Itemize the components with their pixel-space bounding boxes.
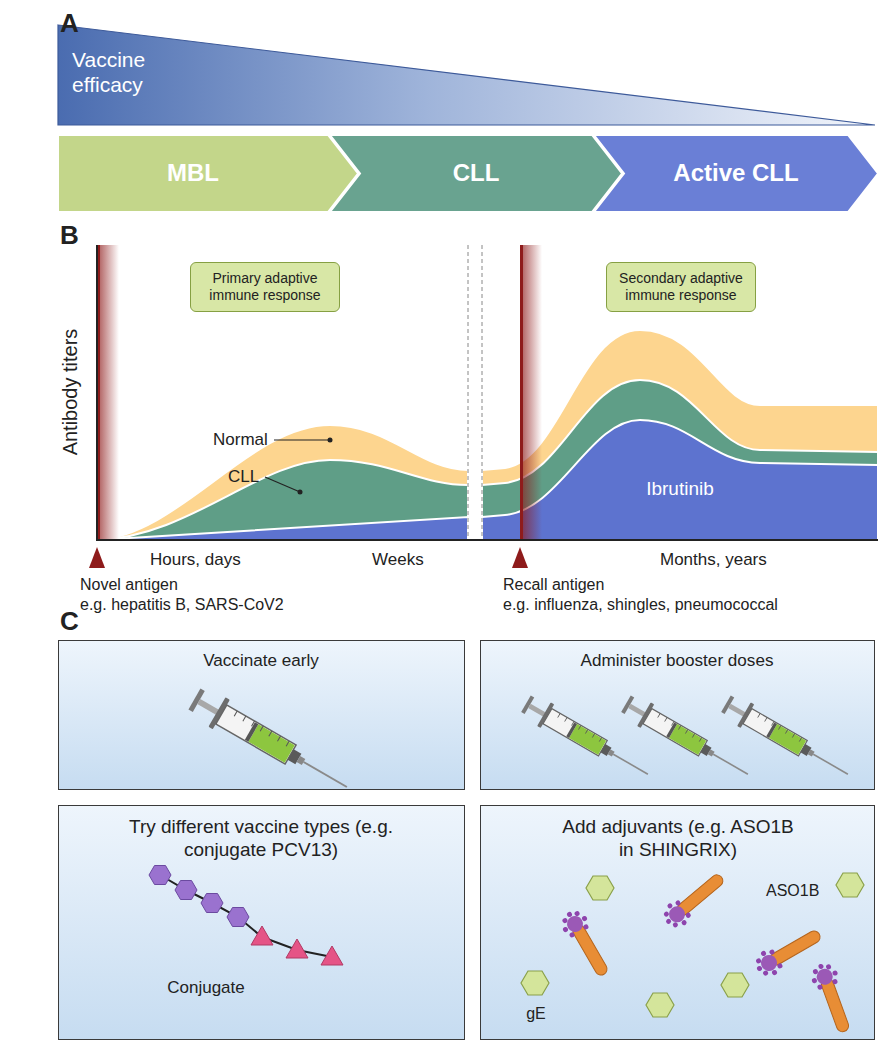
part-label: ASO1B xyxy=(766,881,819,900)
stage-label: Active CLL xyxy=(673,159,798,188)
chevron-fill xyxy=(594,135,878,212)
chevron-fill xyxy=(58,135,358,212)
efficacy-triangle: Vaccine efficacy xyxy=(58,25,875,125)
panel-letter: C xyxy=(60,606,79,637)
stage-chevron: CLL xyxy=(330,135,622,212)
axis-title: Antibody titers xyxy=(58,329,82,456)
axis-tick-label: Months, years xyxy=(660,550,767,570)
part-label: Conjugate xyxy=(106,978,306,998)
panel-letter: A xyxy=(60,8,79,39)
curve-label: Normal xyxy=(213,430,268,450)
curve-label: CLL xyxy=(228,467,259,487)
box-text: Secondary adaptive immune response xyxy=(613,270,749,304)
curve-label: Ibrutinib xyxy=(646,478,714,501)
stage-label: MBL xyxy=(167,159,219,188)
panel-letter: B xyxy=(60,220,79,251)
efficacy-triangle-shape xyxy=(58,25,875,125)
antigen-note: e.g. hepatitis B, SARS-CoV2 xyxy=(80,595,284,614)
chevron-fill xyxy=(330,135,622,212)
antigen-note: e.g. influenza, shingles, pneumococcal xyxy=(503,595,778,614)
axis-tick-label: Hours, days xyxy=(150,550,241,570)
response-box: Secondary adaptive immune response xyxy=(606,262,756,312)
axis-tick-label: Weeks xyxy=(372,550,424,570)
triangle-text: Vaccine efficacy xyxy=(72,47,182,97)
strategy-panel: Administer booster doses xyxy=(480,640,875,790)
antigen-label: Recall antigen xyxy=(503,575,604,594)
panel-title: Try different vaccine types (e.g. conjug… xyxy=(121,816,401,862)
stage-label: CLL xyxy=(453,159,500,188)
stage-chevron: MBL xyxy=(58,135,358,212)
panel-title: Administer booster doses xyxy=(481,651,873,672)
part-label: gE xyxy=(506,1004,566,1023)
strategy-panel: Try different vaccine types (e.g. conjug… xyxy=(58,805,465,1040)
triangle-fill xyxy=(58,25,875,125)
stage-chevron: Active CLL xyxy=(594,135,878,212)
strategy-panel: Vaccinate early xyxy=(58,640,465,790)
panel-title: Add adjuvants (e.g. ASO1B in SHINGRIX) xyxy=(553,816,803,862)
strategy-panel: Add adjuvants (e.g. ASO1B in SHINGRIX) AS… xyxy=(480,805,875,1040)
box-text: Primary adaptive immune response xyxy=(197,270,333,304)
response-box: Primary adaptive immune response xyxy=(190,262,340,312)
panel-title: Vaccinate early xyxy=(59,651,463,672)
antigen-label: Novel antigen xyxy=(80,575,178,594)
